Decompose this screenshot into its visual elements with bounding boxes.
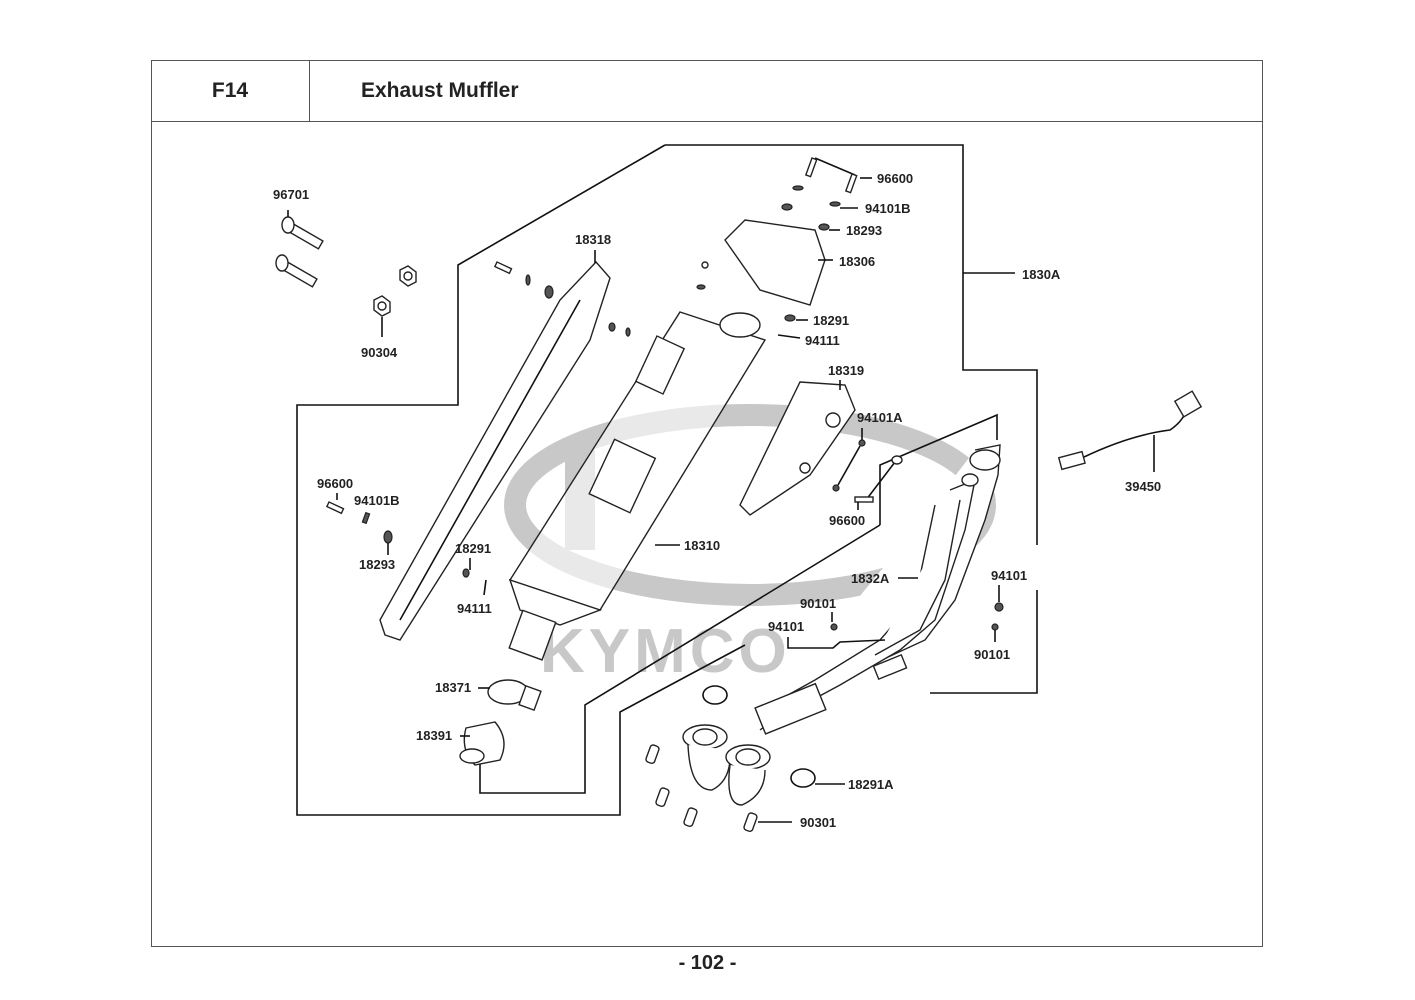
label-18310: 18310 bbox=[684, 538, 720, 553]
label-94111-lower: 94111 bbox=[457, 601, 492, 616]
label-18306: 18306 bbox=[839, 254, 875, 269]
label-96600-left: 96600 bbox=[317, 476, 353, 491]
label-94101-center: 94101 bbox=[768, 619, 804, 634]
washer-bolt-right bbox=[832, 428, 903, 510]
group-outline-right bbox=[930, 590, 1038, 694]
label-94111-top: 94111 bbox=[805, 333, 840, 348]
muffler-body-18310 bbox=[508, 311, 767, 661]
gasket-ring-upper bbox=[702, 685, 728, 705]
label-18293-top: 18293 bbox=[846, 223, 882, 238]
page-frame bbox=[151, 60, 1263, 947]
label-18291-top: 18291 bbox=[813, 313, 849, 328]
end-cap-18306 bbox=[724, 219, 833, 306]
group-outline-lower bbox=[296, 144, 746, 816]
watermark-text: KYMCO bbox=[540, 617, 791, 686]
exhaust-flanges bbox=[682, 724, 771, 806]
label-94101A: 94101A bbox=[857, 410, 903, 425]
side-cover-18318 bbox=[379, 250, 611, 641]
center-hardware bbox=[787, 585, 1004, 649]
label-94101-right: 94101 bbox=[991, 568, 1027, 583]
page-title: Exhaust Muffler bbox=[310, 60, 1263, 122]
label-1832A: 1832A bbox=[851, 571, 890, 586]
left-hardware bbox=[325, 493, 487, 596]
label-18319: 18319 bbox=[828, 363, 864, 378]
nut-90304 bbox=[373, 265, 417, 337]
oxygen-sensor-39450 bbox=[1057, 390, 1203, 472]
exhaust-pipe-1832A bbox=[754, 444, 1001, 735]
group-outline-pipe-b bbox=[879, 413, 998, 525]
label-96701: 96701 bbox=[273, 187, 309, 202]
top-hardware bbox=[608, 157, 872, 339]
label-90101-center: 90101 bbox=[800, 596, 836, 611]
label-39450: 39450 bbox=[1125, 479, 1161, 494]
heat-protector-18319 bbox=[739, 380, 856, 516]
label-94101B-top: 94101B bbox=[865, 201, 911, 216]
label-96600-right: 96600 bbox=[829, 513, 865, 528]
label-94101B-left: 94101B bbox=[354, 493, 400, 508]
cap-nuts-90301 bbox=[645, 744, 792, 833]
page-number: - 102 - bbox=[678, 952, 737, 974]
label-90301: 90301 bbox=[800, 815, 836, 830]
label-18371: 18371 bbox=[435, 680, 471, 695]
label-18293-left: 18293 bbox=[359, 557, 395, 572]
label-18391: 18391 bbox=[416, 728, 452, 743]
section-code: F14 bbox=[151, 60, 310, 122]
gasket-ring-18291A bbox=[790, 768, 816, 788]
label-90101-right: 90101 bbox=[974, 647, 1010, 662]
group-outline-pipe-a bbox=[479, 524, 881, 794]
label-18291-lower: 18291 bbox=[455, 541, 491, 556]
sleeve-18391 bbox=[459, 721, 505, 766]
part-labels: 96701 90304 18318 96600 94101B 18293 183… bbox=[273, 171, 1161, 830]
label-18318: 18318 bbox=[575, 232, 611, 247]
group-outline-upper bbox=[665, 144, 1038, 545]
label-96600-top: 96600 bbox=[877, 171, 913, 186]
bolt-96701 bbox=[275, 210, 324, 288]
clamp-18371 bbox=[478, 679, 542, 712]
label-1830A: 1830A bbox=[1022, 267, 1061, 282]
label-18291A: 18291A bbox=[848, 777, 894, 792]
label-90304: 90304 bbox=[361, 345, 398, 360]
